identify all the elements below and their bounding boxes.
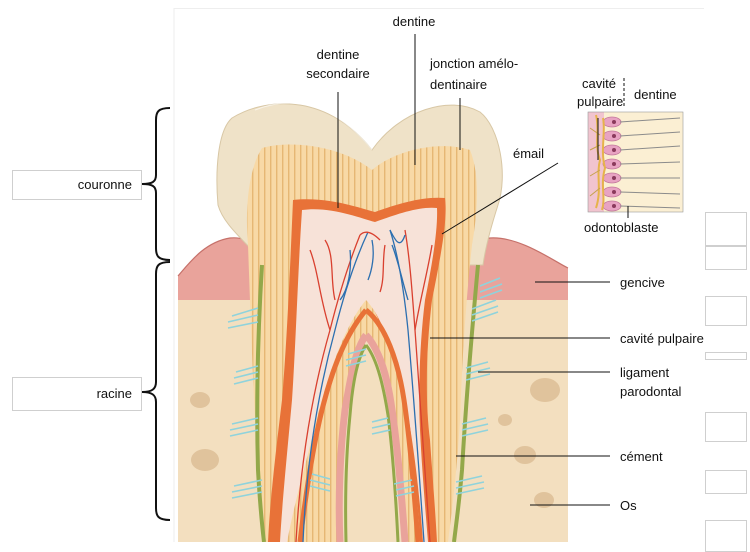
- label-odontoblaste: odontoblaste: [584, 220, 658, 235]
- label-dentine-inset: dentine: [634, 87, 677, 102]
- racine-bracket: [142, 262, 170, 520]
- label-ligament-2: parodontal: [620, 384, 682, 399]
- figure-frame-top: [174, 8, 704, 9]
- label-cavite-pulpaire: cavité pulpaire: [620, 331, 704, 346]
- label-dentine-secondaire-2: secondaire: [306, 66, 370, 81]
- label-couronne: couronne: [78, 177, 132, 192]
- label-jonction-2: dentinaire: [430, 77, 487, 92]
- label-cement: cément: [620, 449, 663, 464]
- label-ligament-1: ligament: [620, 365, 670, 380]
- label-racine: racine: [97, 386, 132, 401]
- odontoblast-inset: [588, 112, 683, 212]
- label-cavite-inset-2: pulpaire: [577, 94, 623, 109]
- couronne-bracket: [142, 108, 170, 260]
- label-gencive: gencive: [620, 275, 665, 290]
- label-jonction-1: jonction amélo-: [429, 56, 518, 71]
- label-dentine-secondaire-1: dentine: [317, 47, 360, 62]
- label-email: émail: [513, 146, 544, 161]
- label-os: Os: [620, 498, 637, 513]
- label-dentine-top: dentine: [393, 14, 436, 29]
- label-cavite-inset-1: cavité: [582, 76, 616, 91]
